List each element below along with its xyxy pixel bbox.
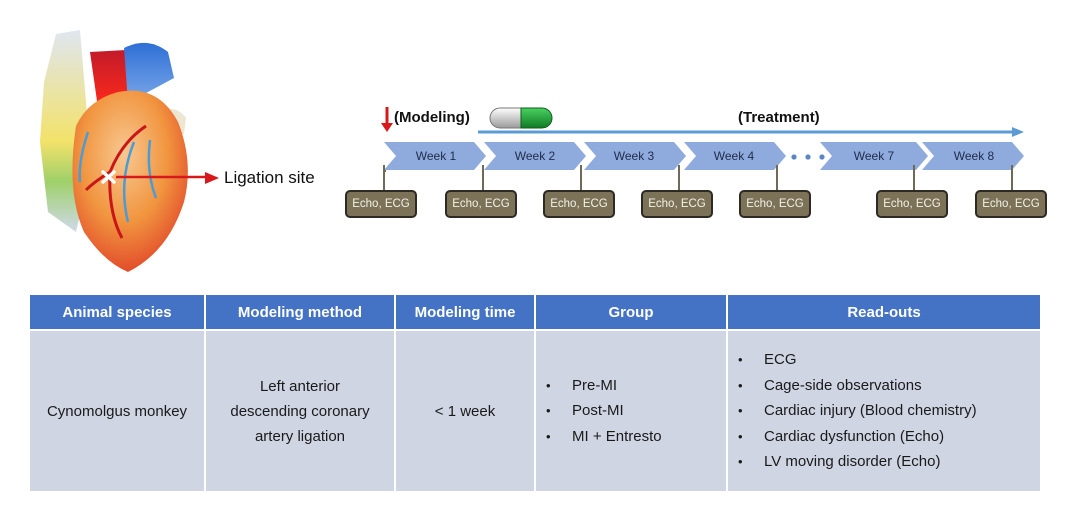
header-read-outs: Read-outs: [726, 293, 1042, 331]
list-item: Cardiac dysfunction (Echo): [738, 424, 1040, 450]
checkpoint-echo-ecg: Echo, ECG: [543, 190, 615, 218]
cell-groups: Pre-MI Post-MI MI + Entresto: [534, 329, 728, 493]
treatment-arrow: [478, 127, 1024, 137]
list-item: LV moving disorder (Echo): [738, 449, 1040, 475]
ellipsis-dot: [805, 154, 811, 160]
week-label: Week 2: [514, 149, 556, 163]
cell-species: Cynomolgus monkey: [28, 329, 206, 493]
week-label: Week 1: [415, 149, 457, 163]
readout-list: ECG Cage-side observations Cardiac injur…: [728, 347, 1040, 475]
chevron-week-4: [684, 142, 786, 170]
week-label: Week 7: [853, 149, 895, 163]
chevron-week-8: [922, 142, 1024, 170]
treatment-label: (Treatment): [738, 109, 820, 126]
list-item: MI + Entresto: [546, 424, 726, 450]
week-label: Week 4: [713, 149, 755, 163]
cell-readouts: ECG Cage-side observations Cardiac injur…: [726, 329, 1042, 493]
pill-capsule-icon: [489, 107, 553, 129]
list-item: Cardiac injury (Blood chemistry): [738, 398, 1040, 424]
table-header-row: Animal species Modeling method Modeling …: [28, 293, 1042, 331]
header-modeling-time: Modeling time: [394, 293, 536, 331]
ellipsis-dot: [819, 154, 825, 160]
method-line: artery ligation: [254, 427, 346, 445]
heart-illustration: [40, 30, 213, 272]
cell-modeling-method: Left anterior descending coronary artery…: [204, 329, 396, 493]
checkpoint-echo-ecg: Echo, ECG: [876, 190, 948, 218]
ligation-x-icon: [101, 170, 116, 184]
ligation-site-label: Ligation site: [224, 168, 315, 187]
ventricles: [72, 90, 188, 272]
week-label: Week 8: [953, 149, 995, 163]
chevron-week-7: [820, 142, 928, 170]
coronary-vein: [78, 131, 158, 223]
list-item: ECG: [738, 347, 1040, 373]
method-line: Left anterior: [259, 377, 341, 395]
checkpoint-echo-ecg: Echo, ECG: [345, 190, 417, 218]
method-line: descending coronary: [230, 402, 370, 420]
chevron-week-2: [484, 142, 586, 170]
chevron-week-3: [584, 142, 686, 170]
checkpoint-echo-ecg: Echo, ECG: [641, 190, 713, 218]
pulmonary-artery: [124, 42, 174, 102]
checkpoint-echo-ecg: Echo, ECG: [739, 190, 811, 218]
checkpoint-echo-ecg: Echo, ECG: [975, 190, 1047, 218]
list-item: Post-MI: [546, 398, 726, 424]
header-group: Group: [534, 293, 728, 331]
cell-modeling-time: < 1 week: [394, 329, 536, 493]
ellipsis-dot: [791, 154, 797, 160]
header-animal-species: Animal species: [28, 293, 206, 331]
table-row: Cynomolgus monkey Left anterior descendi…: [28, 329, 1042, 493]
list-item: Pre-MI: [546, 373, 726, 399]
modeling-down-arrow-icon: [381, 107, 393, 132]
chevron-week-1: [384, 142, 486, 170]
group-list: Pre-MI Post-MI MI + Entresto: [536, 373, 726, 450]
checkpoint-echo-ecg: Echo, ECG: [445, 190, 517, 218]
week-chevrons: [384, 142, 1024, 172]
study-design-table: Animal species Modeling method Modeling …: [28, 293, 1042, 493]
ligation-arrowhead-icon: [205, 172, 219, 184]
header-modeling-method: Modeling method: [204, 293, 396, 331]
week-label: Week 3: [613, 149, 655, 163]
list-item: Cage-side observations: [738, 373, 1040, 399]
checkpoint-connectors: [383, 165, 1013, 191]
modeling-label: (Modeling): [394, 109, 470, 126]
